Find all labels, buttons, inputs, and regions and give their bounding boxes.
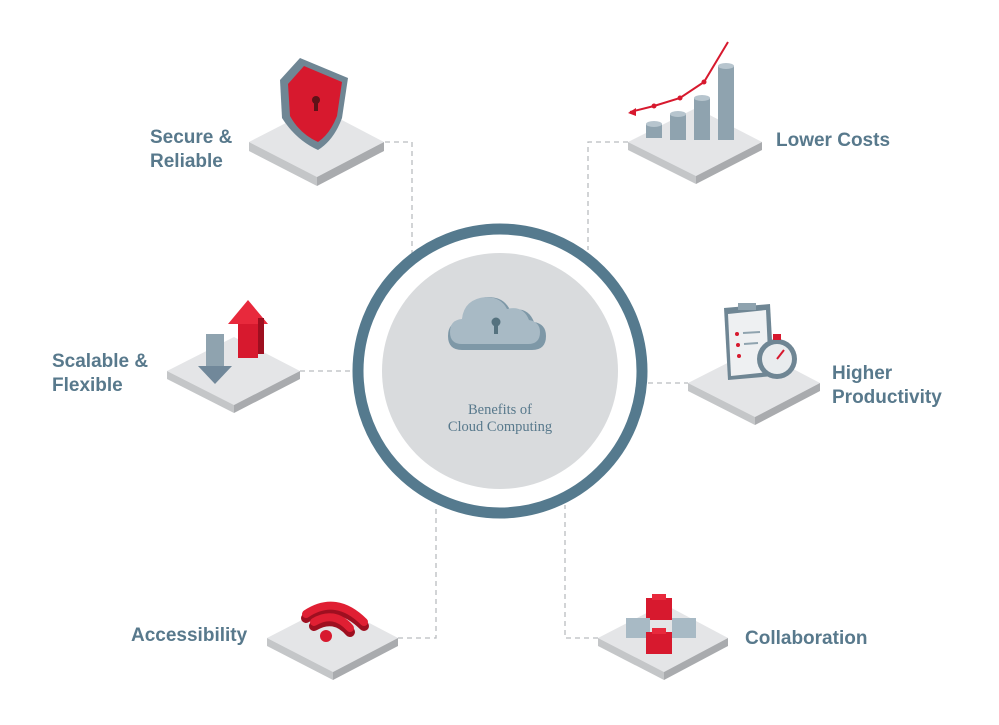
label-higher-productivity: Higher Productivity [832, 362, 942, 410]
center-hub [352, 223, 648, 519]
label-secure-line-1: Secure & [150, 127, 233, 148]
center-title: Benefits of Cloud Computing [390, 402, 610, 436]
platform-lower-costs [628, 41, 762, 184]
center-title-line-2: Cloud Computing [447, 419, 553, 435]
label-accessibility: Accessibility [131, 624, 247, 648]
label-scalable-flexible: Scalable & Flexible [52, 350, 148, 398]
puzzle-pieces-icon [626, 594, 696, 654]
label-scalable-line-1: Scalable & [52, 351, 149, 372]
platform-scalable [167, 300, 300, 413]
connector-lower-costs [587, 141, 628, 250]
label-lower-costs-line-1: Lower Costs [776, 130, 891, 151]
label-scalable-line-2: Flexible [52, 375, 123, 396]
connector-accessibility [398, 505, 437, 639]
label-secure-reliable: Secure & Reliable [150, 126, 232, 174]
shield-lock-icon [280, 58, 348, 150]
connectors [300, 141, 688, 639]
label-productivity-line-2: Productivity [832, 387, 942, 408]
center-disc [382, 253, 618, 489]
wifi-signal-icon [301, 601, 369, 642]
platform-collaboration [598, 594, 728, 680]
platform-secure [249, 58, 384, 186]
label-accessibility-line-1: Accessibility [131, 625, 248, 646]
cloud-lock-icon [448, 297, 546, 350]
connector-secure [385, 141, 413, 258]
label-lower-costs: Lower Costs [776, 129, 890, 153]
up-down-arrows-icon [198, 300, 268, 384]
connector-collaboration [564, 505, 598, 639]
label-secure-line-2: Reliable [150, 151, 223, 172]
label-productivity-line-1: Higher [832, 363, 893, 384]
label-collaboration: Collaboration [745, 627, 867, 651]
label-collaboration-line-1: Collaboration [745, 628, 868, 649]
clipboard-stopwatch-icon [724, 303, 797, 380]
platform-accessibility [267, 601, 398, 680]
coin-stacks-growth-icon [628, 41, 734, 140]
center-title-line-1: Benefits of [467, 402, 533, 418]
platform-productivity [688, 303, 820, 425]
